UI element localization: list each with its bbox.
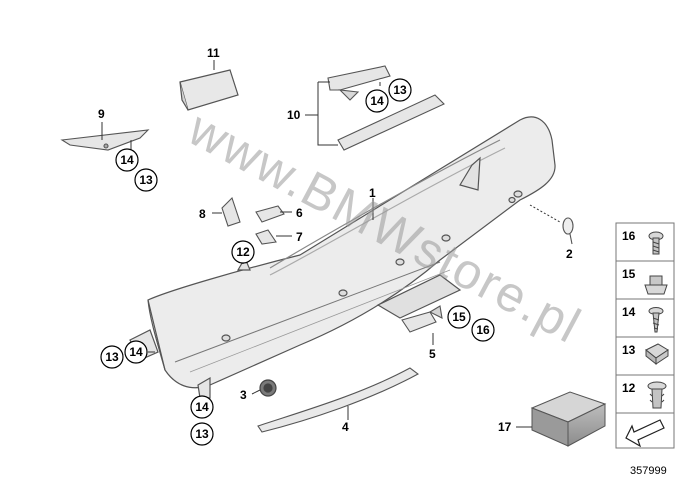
legend-num-15: 15 bbox=[622, 267, 636, 281]
legend-num-16: 16 bbox=[622, 229, 636, 243]
circle-text-12: 12 bbox=[236, 245, 250, 259]
tow-hook-cover-part bbox=[401, 305, 443, 333]
part-label-4: 4 bbox=[342, 420, 349, 434]
leader-bracket-10 bbox=[305, 81, 338, 146]
repair-kit-part bbox=[530, 391, 607, 447]
part-label-6: 6 bbox=[296, 206, 303, 220]
part-label-1: 1 bbox=[369, 186, 376, 200]
circled-label-texts: 14 13 14 13 12 15 16 13 14 14 13 bbox=[105, 83, 490, 441]
cap-part bbox=[221, 196, 241, 227]
circle-14-bottom-left bbox=[124, 340, 148, 364]
torx-screw-icon bbox=[648, 231, 664, 255]
clip-part bbox=[255, 205, 285, 245]
part-label-3: 3 bbox=[240, 388, 247, 402]
circle-14-left bbox=[115, 148, 139, 172]
part-label-10: 10 bbox=[287, 108, 301, 122]
circle-text-13-left: 13 bbox=[139, 173, 153, 187]
part-label-9: 9 bbox=[98, 107, 105, 121]
circle-13-top bbox=[388, 78, 412, 102]
circle-14-bottom bbox=[190, 395, 214, 419]
part-label-11: 11 bbox=[207, 46, 220, 60]
circle-13-bottom bbox=[190, 422, 214, 446]
side-bracket-part bbox=[60, 129, 150, 151]
circle-12 bbox=[231, 240, 255, 264]
expanding-rivet-icon bbox=[647, 381, 667, 409]
spring-nut-icon bbox=[644, 275, 668, 295]
circle-13-left bbox=[134, 168, 158, 192]
part-label-7: 7 bbox=[296, 230, 303, 244]
sensor-cable-part bbox=[562, 217, 574, 245]
leader-line bbox=[529, 204, 561, 223]
circle-text-16: 16 bbox=[476, 323, 490, 337]
circle-text-14-bottom: 14 bbox=[195, 400, 209, 414]
circle-15 bbox=[447, 305, 471, 329]
legend-frame bbox=[615, 222, 675, 449]
reflector-part bbox=[179, 69, 239, 111]
circle-text-13-top: 13 bbox=[393, 83, 407, 97]
clip-nut-icon bbox=[645, 343, 669, 366]
circle-16 bbox=[471, 318, 495, 342]
part-labels: 11 10 9 8 6 7 1 2 5 3 4 bbox=[98, 46, 573, 434]
kit-label-17: 17 bbox=[498, 420, 512, 434]
part-label-5: 5 bbox=[429, 347, 436, 361]
legend-num-12: 12 bbox=[622, 381, 636, 395]
fastener-legend: 16 15 14 13 12 bbox=[615, 222, 675, 449]
circle-text-14-bottom-left: 14 bbox=[129, 345, 143, 359]
holder-set-part bbox=[327, 65, 445, 151]
leader-line bbox=[251, 389, 261, 395]
circle-text-15: 15 bbox=[452, 310, 466, 324]
diagram-number: 357999 bbox=[630, 465, 667, 477]
navigation-arrow-icon[interactable] bbox=[625, 419, 665, 448]
circled-labels bbox=[100, 78, 495, 446]
circle-14-top bbox=[365, 89, 389, 113]
legend-num-13: 13 bbox=[622, 343, 636, 357]
part-label-8: 8 bbox=[199, 207, 206, 221]
circle-text-14-left: 14 bbox=[120, 153, 134, 167]
trim-strip-part bbox=[257, 367, 420, 433]
circle-text-13-bottom: 13 bbox=[195, 427, 209, 441]
pdc-sensor-part bbox=[259, 379, 277, 397]
circle-text-13-bottom-left: 13 bbox=[105, 350, 119, 364]
part-label-2: 2 bbox=[566, 247, 573, 261]
legend-num-14: 14 bbox=[622, 305, 636, 319]
circle-text-14-top: 14 bbox=[370, 94, 384, 108]
circle-13-bottom-left bbox=[100, 345, 124, 369]
screw-icon bbox=[648, 307, 664, 333]
